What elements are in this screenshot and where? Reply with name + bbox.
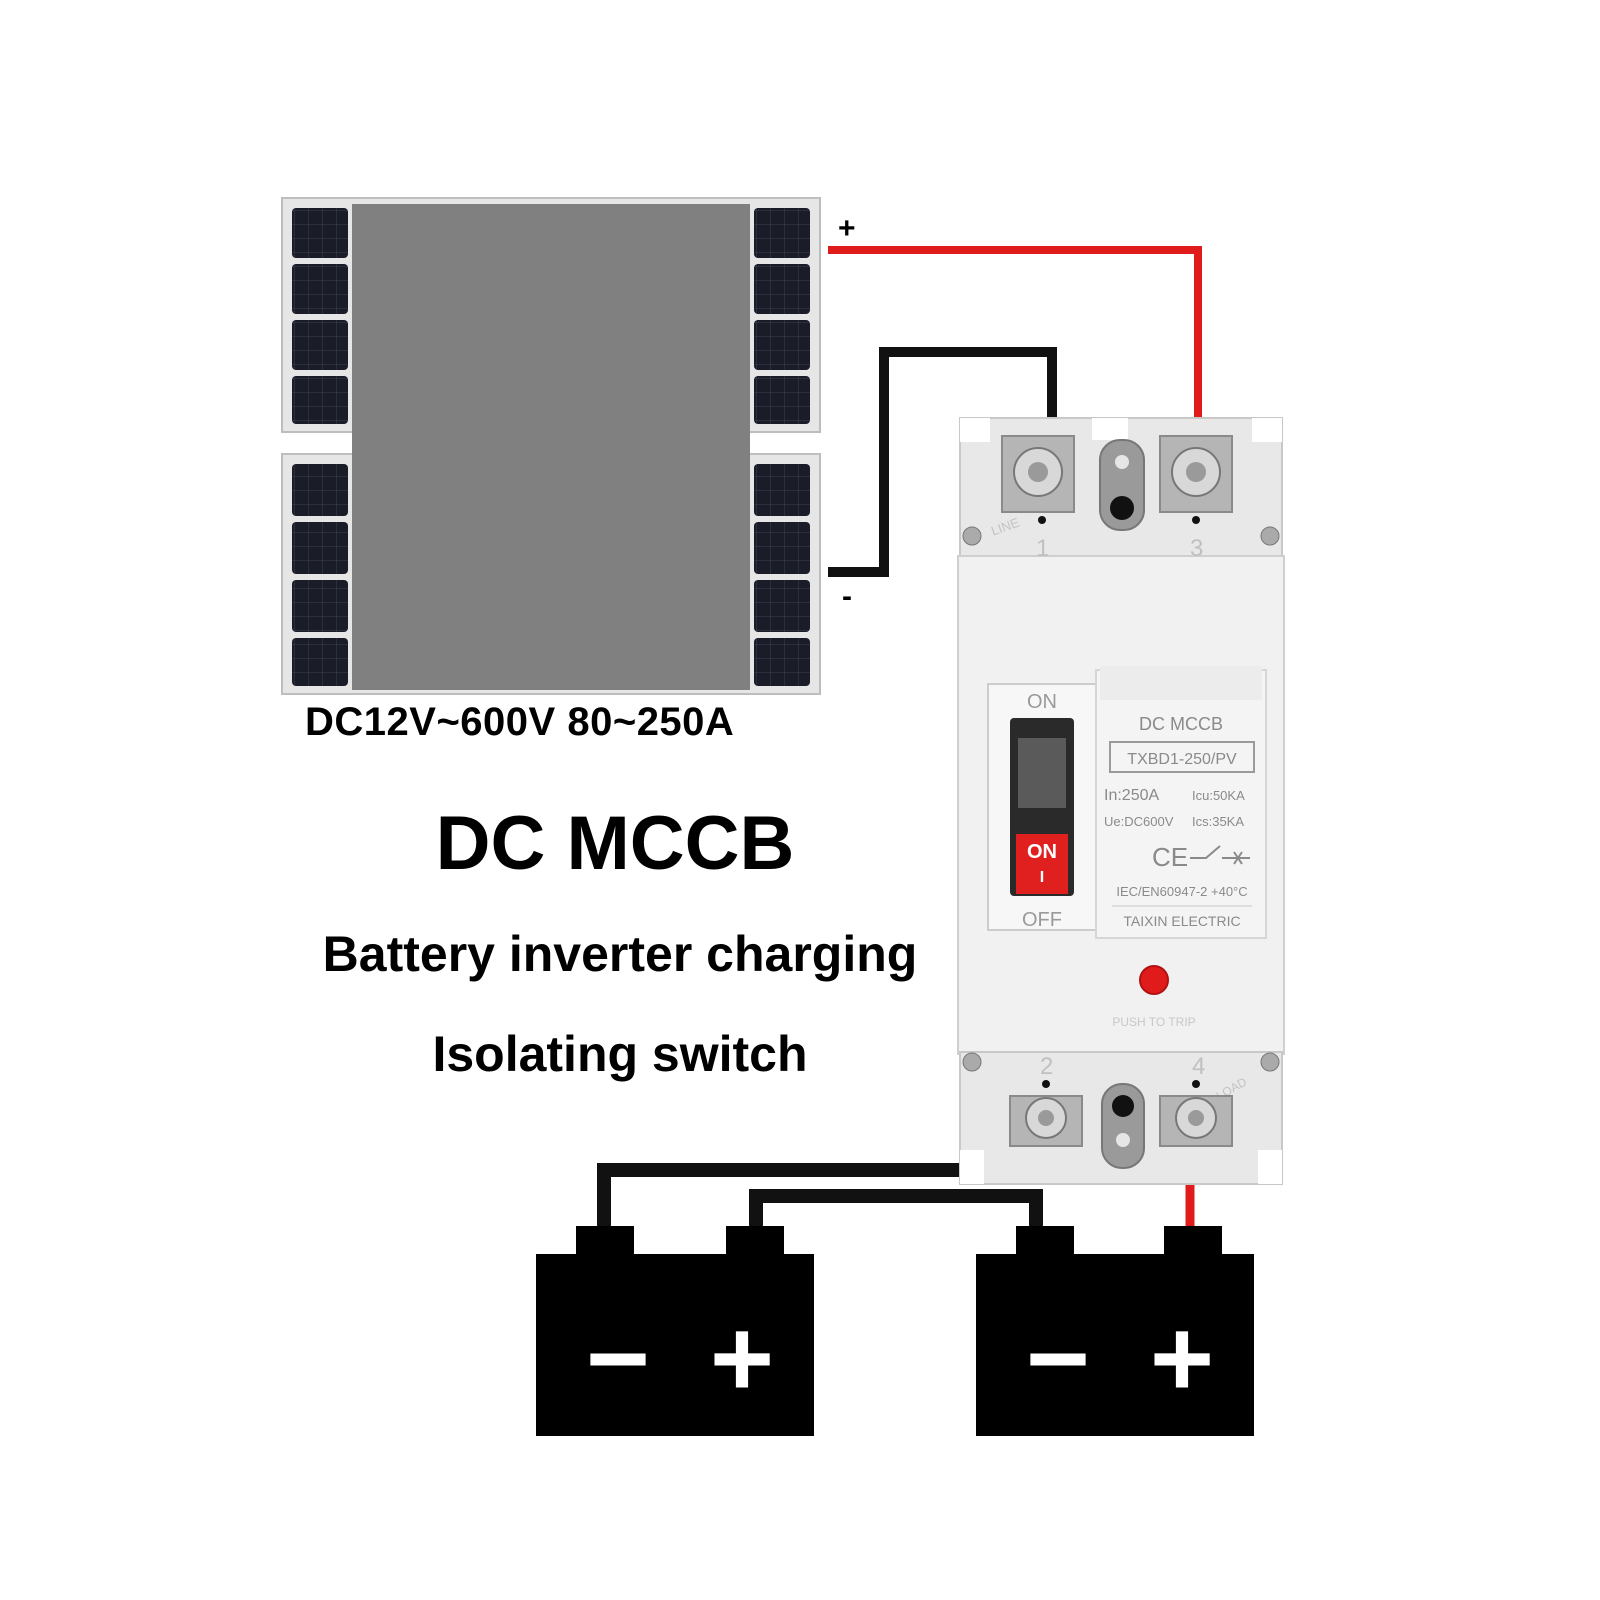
spec-range: DC12V~600V 80~250A [305,700,735,744]
push-to-trip-button[interactable] [1139,965,1169,995]
switch-symbol-icon [1190,845,1250,865]
handle-window-mark: I [1040,869,1044,886]
battery-minus-icon: − [586,1297,650,1420]
rating-label: DC MCCB TXBD1-250/PV In:250A Icu:50KA Ue… [1095,666,1267,939]
main-title: DC MCCB [435,801,795,886]
battery-plus-icon: + [710,1297,774,1420]
terminal-dot-icon [1042,1080,1050,1088]
panel-cells-right [754,208,810,424]
screw-icon [962,526,982,546]
panel-cells-left [292,208,348,424]
positive-wire-panel [828,246,1202,430]
center-slot-top [1099,439,1145,531]
center-slot-bottom [1101,1083,1145,1169]
battery-right: − + [976,1226,1254,1436]
terminal-number-4: 4 [1192,1053,1205,1080]
screw-icon [1260,526,1280,546]
panel-cells-right [754,464,810,686]
terminal-number-2: 2 [1040,1053,1053,1080]
push-to-trip-label: PUSH TO TRIP [1112,1015,1195,1029]
ics-rating: Ics:35KA [1192,814,1244,829]
in-rating: In:250A [1104,787,1159,804]
screw-icon [1260,1052,1280,1072]
ce-mark: CE [1152,842,1188,872]
terminal-dot-icon [1192,516,1200,524]
subtitle-line-2: Isolating switch [432,1026,808,1082]
label-title: DC MCCB [1139,714,1223,734]
breaker-handle[interactable]: ON I [1010,718,1074,896]
subtitle-line-1: Battery inverter charging [322,926,918,982]
panel-positive-mark: + [838,212,856,245]
dc-mccb-breaker: LINE 1 3 ON ON I OFF DC MCCB TXBD1-250/P… [957,417,1285,1185]
battery-minus-icon: − [1026,1297,1090,1420]
battery-series-wire [749,1189,1043,1226]
icu-rating: Icu:50KA [1192,788,1245,803]
terminal-number-1: 1 [1036,535,1049,562]
terminal-number-3: 3 [1190,535,1203,562]
battery-left: − + [536,1226,814,1436]
battery-plus-icon: + [1150,1297,1214,1420]
brand-name: TAIXIN ELECTRIC [1123,913,1240,929]
terminal-top-right [1159,435,1233,513]
handle-on-label: ON [1027,691,1057,713]
negative-wire-panel [828,347,1057,577]
terminal-top-left [1001,435,1075,513]
ue-rating: Ue:DC600V [1104,814,1174,829]
handle-off-label: OFF [1022,909,1062,931]
standard-text: IEC/EN60947-2 +40°C [1116,884,1247,899]
panel-negative-mark: - [842,580,852,613]
terminal-dot-icon [1192,1080,1200,1088]
model-number: TXBD1-250/PV [1127,751,1237,768]
panel-cells-left [292,464,348,686]
screw-icon [962,1052,982,1072]
terminal-dot-icon [1038,516,1046,524]
terminal-bottom-left [1009,1095,1083,1147]
terminal-bottom-right [1159,1095,1233,1147]
handle-window-on: ON [1027,841,1057,863]
panel-mask [352,204,750,690]
